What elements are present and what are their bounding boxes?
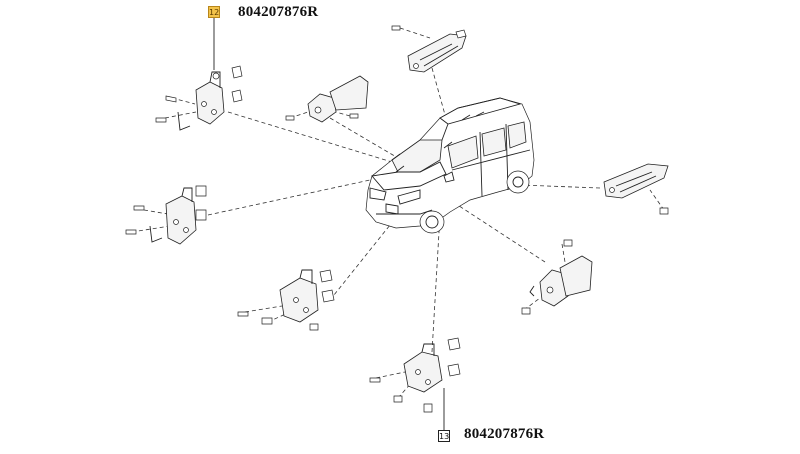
- striker-lower-right: [521, 239, 593, 315]
- hinge-left-middle: [125, 185, 207, 245]
- bracket-right-middle: [603, 163, 669, 215]
- van-illustration: [365, 97, 535, 234]
- hinge-lower-left: [237, 269, 335, 331]
- bracket-top-right: [391, 25, 467, 73]
- callout-13[interactable]: 13: [438, 430, 450, 442]
- hinge-bottom: [369, 337, 461, 413]
- striker-top-center: [285, 75, 369, 123]
- part-number-top: 804207876R: [238, 4, 319, 20]
- part-number-bottom: 804207876R: [464, 426, 545, 442]
- hinge-top-left: [155, 65, 243, 131]
- callout-12[interactable]: 12: [208, 6, 220, 18]
